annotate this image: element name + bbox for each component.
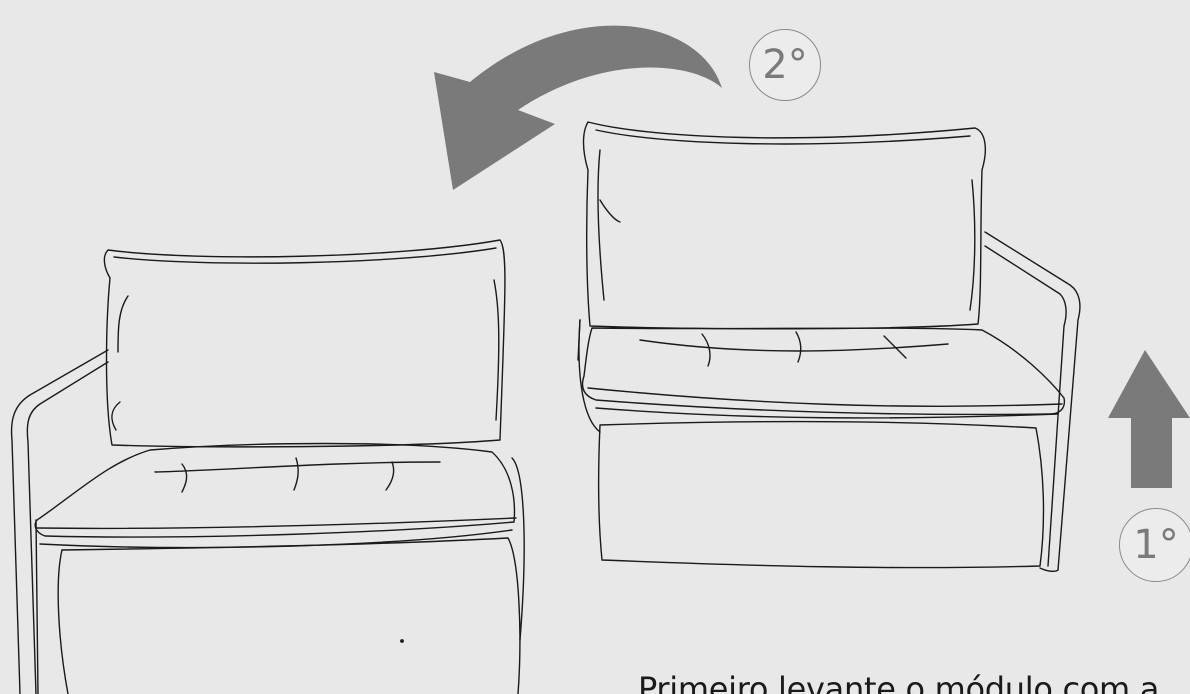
right-chair-module bbox=[578, 122, 1080, 571]
step-2-badge: 2° bbox=[749, 29, 821, 101]
arrow-up-icon bbox=[1108, 350, 1190, 488]
step-1-badge: 1° bbox=[1119, 508, 1190, 582]
left-chair-module bbox=[12, 240, 525, 694]
step-2-label: 2° bbox=[762, 42, 807, 88]
step-1-label: 1° bbox=[1133, 522, 1178, 568]
curved-arrow-left-icon bbox=[434, 26, 722, 190]
instruction-caption: Primeiro levante o módulo com a bbox=[638, 670, 1159, 694]
